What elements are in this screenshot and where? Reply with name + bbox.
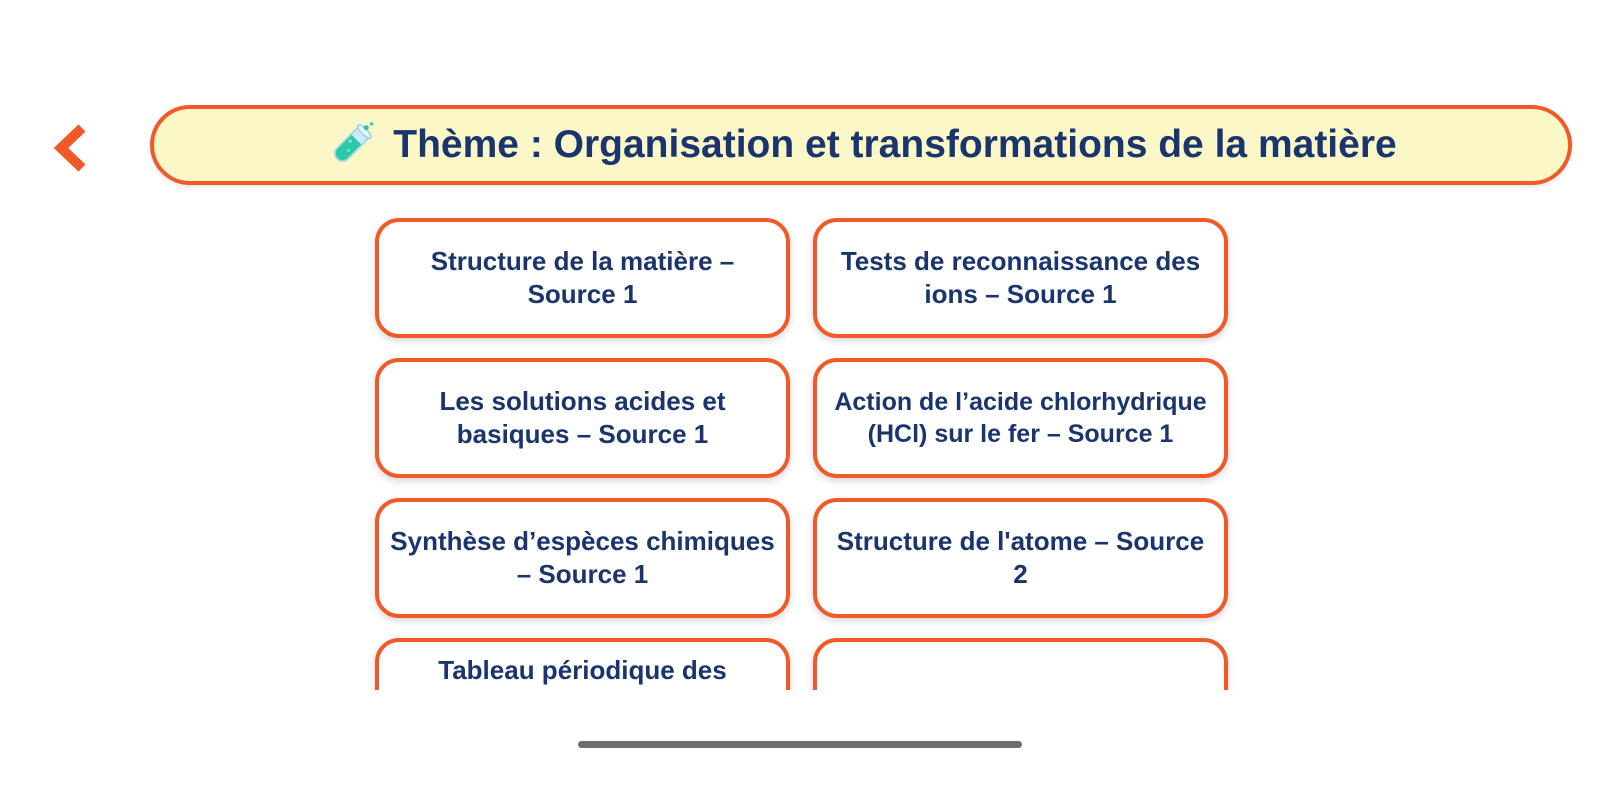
home-indicator-bar[interactable] [578, 741, 1022, 748]
test-tube-icon [325, 119, 377, 171]
lesson-button-solutions-acides[interactable]: Les solutions acides et basiques – Sourc… [375, 358, 790, 478]
lesson-button-label: Structure de l'atome – Source 2 [836, 526, 1205, 589]
lesson-button-label: Les solutions acides et basiques – Sourc… [439, 386, 726, 449]
lesson-button-label: Structure de la matière – Source 1 [430, 246, 735, 309]
lesson-button-synthese-especes[interactable]: Synthèse d’espèces chimiques – Source 1 [375, 498, 790, 618]
theme-banner: Thème : Organisation et transformations … [150, 105, 1572, 185]
back-button[interactable] [50, 122, 90, 174]
theme-title: Thème : Organisation et transformations … [393, 123, 1397, 166]
lesson-button-label: Synthèse d’espèces chimiques – Source 1 [390, 526, 775, 589]
lesson-button-acide-chlorhydrique[interactable]: Action de l’acide chlorhydrique (HCl) su… [813, 358, 1228, 478]
lesson-button-tableau-periodique[interactable]: Tableau périodique des [375, 638, 790, 690]
lesson-button-structure-atome[interactable]: Structure de l'atome – Source 2 [813, 498, 1228, 618]
lesson-button-cutoff[interactable] [813, 638, 1228, 690]
back-chevron-icon [51, 123, 89, 173]
lesson-button-label: Action de l’acide chlorhydrique (HCl) su… [834, 388, 1207, 448]
lesson-button-label: Tests de reconnaissance des ions – Sourc… [840, 246, 1201, 309]
app-content: Thème : Organisation et transformations … [50, 105, 1572, 690]
lesson-button-structure-matiere[interactable]: Structure de la matière – Source 1 [375, 218, 790, 338]
lesson-grid: Structure de la matière – Source 1 Tests… [375, 218, 1228, 690]
lesson-button-label: Tableau périodique des [438, 655, 727, 685]
lesson-button-tests-ions[interactable]: Tests de reconnaissance des ions – Sourc… [813, 218, 1228, 338]
